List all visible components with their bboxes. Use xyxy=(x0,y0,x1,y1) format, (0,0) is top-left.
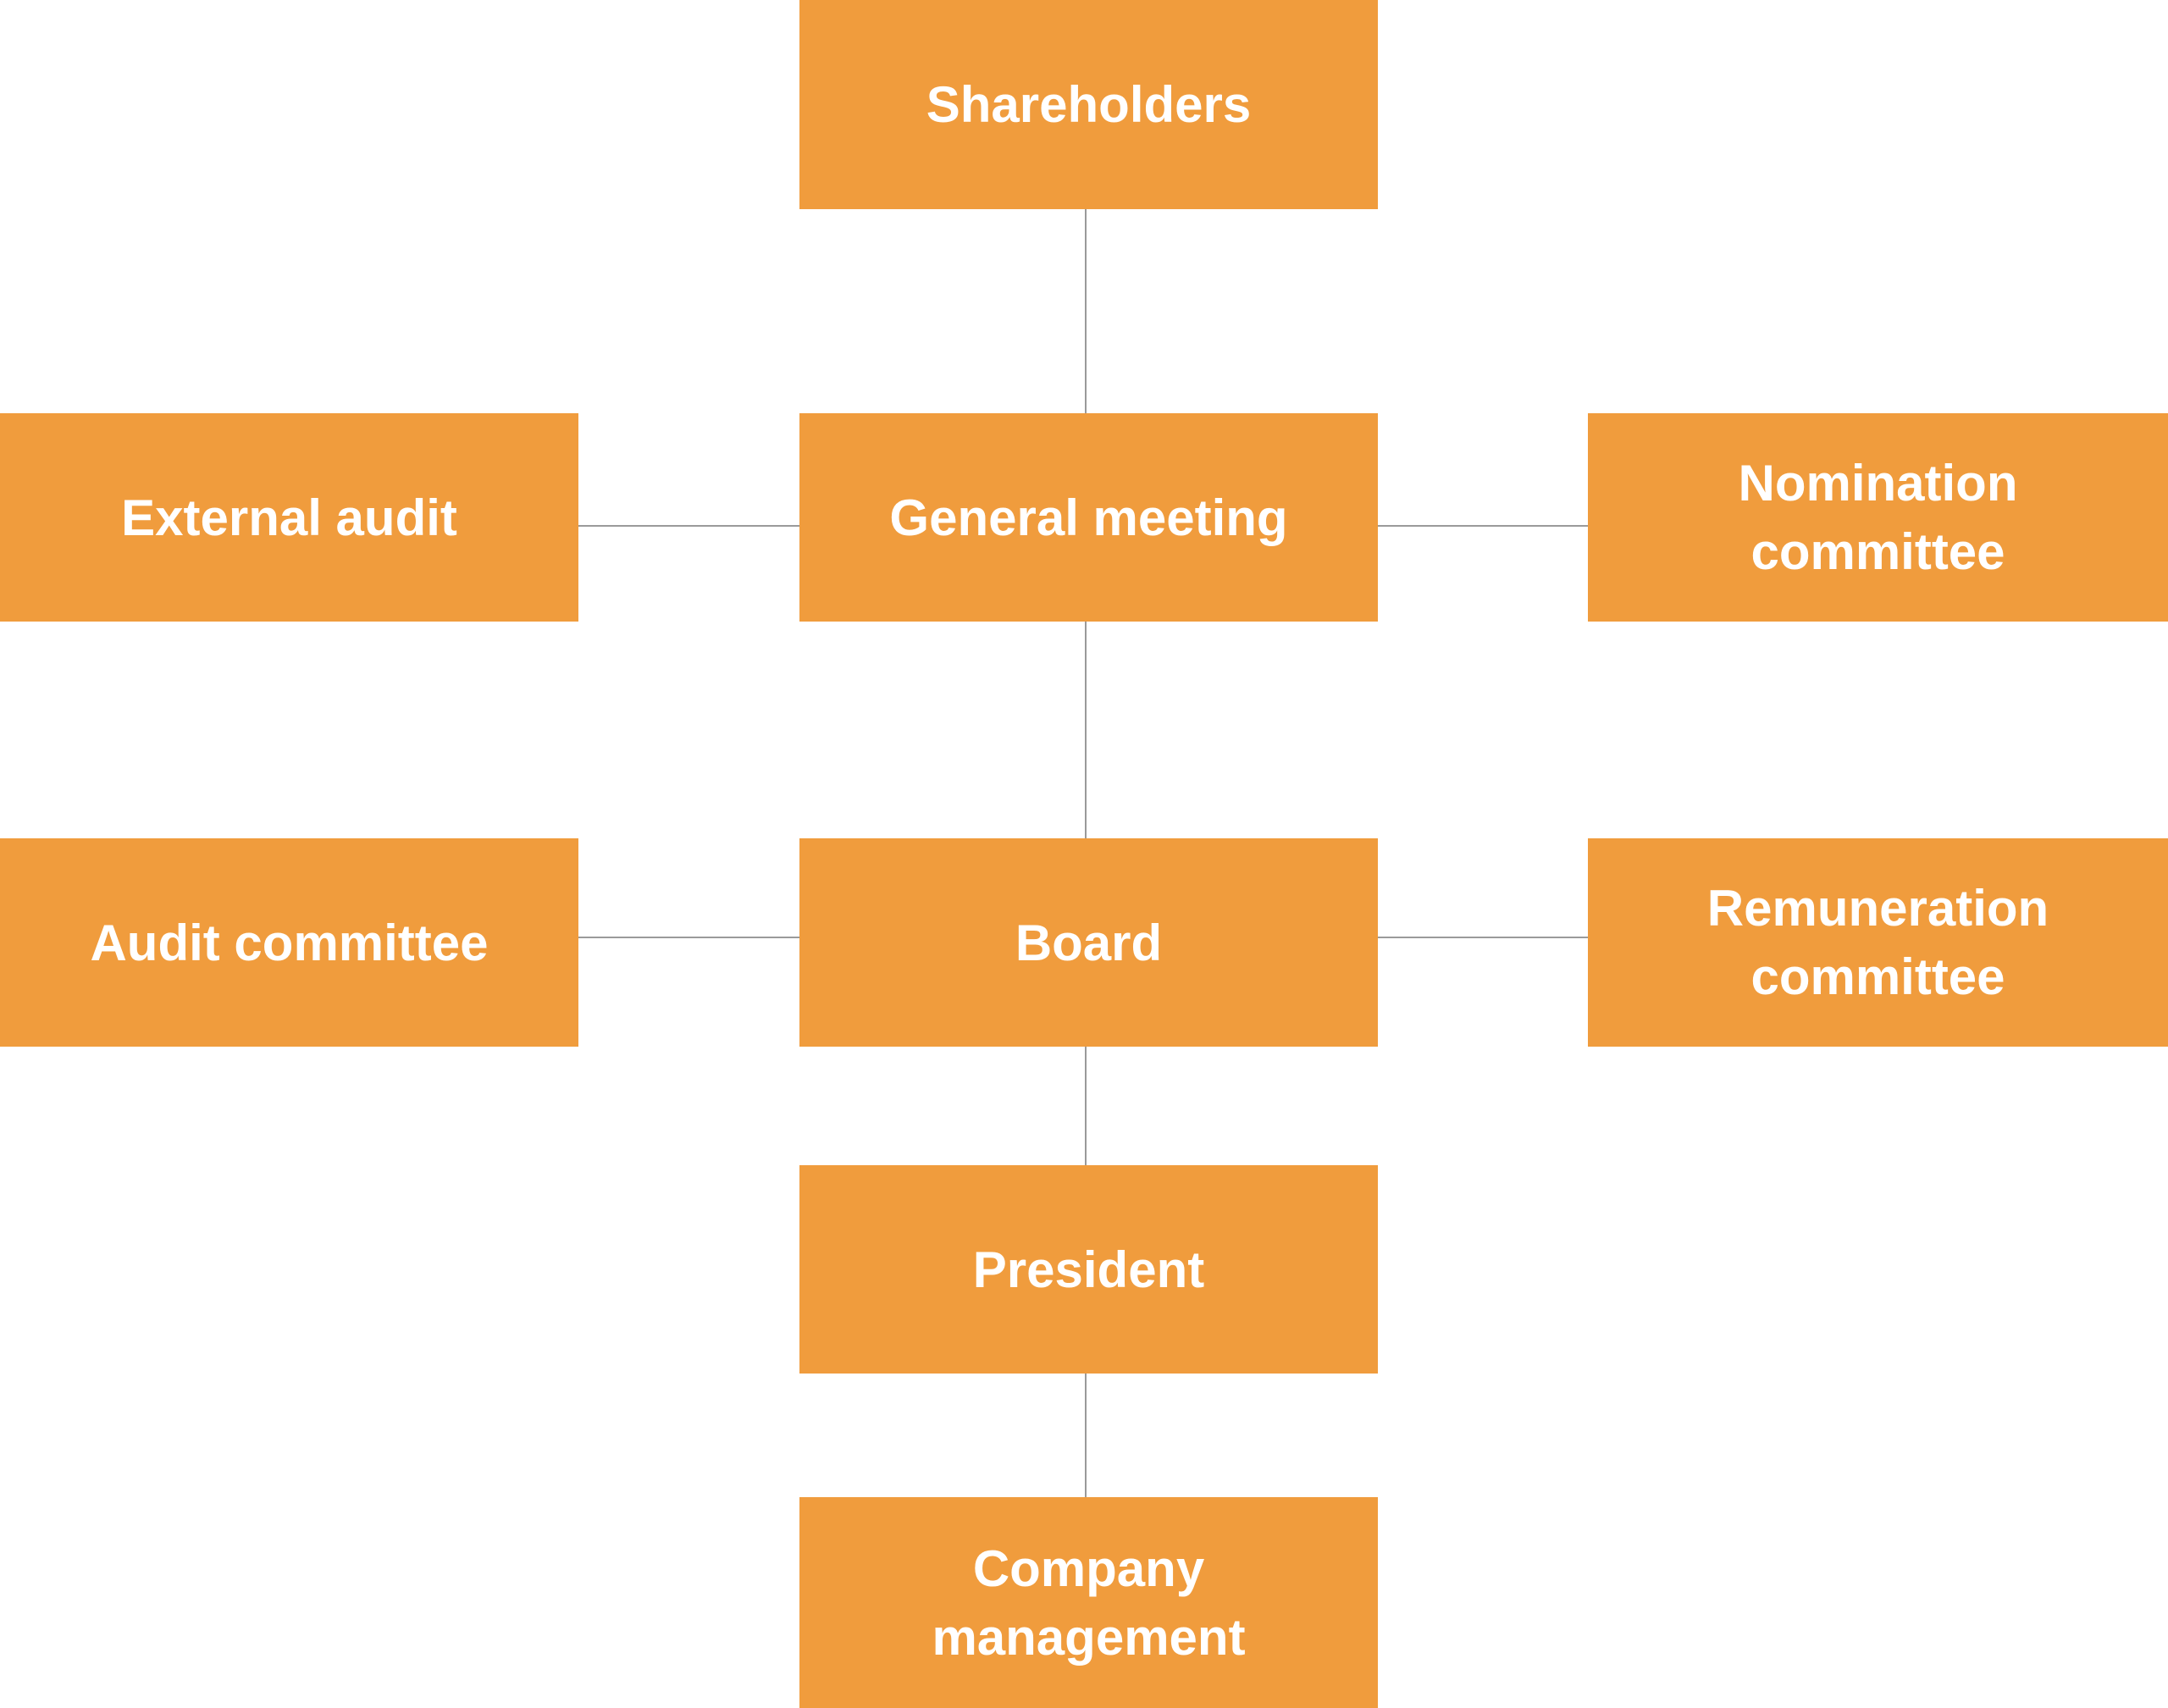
external-audit-label: External audit xyxy=(121,489,457,546)
audit-committee-label: Audit committee xyxy=(90,914,489,971)
audit-committee-box: Audit committee xyxy=(0,838,578,1047)
president-box: President xyxy=(799,1165,1378,1374)
nomination-committee-box: Nomination committee xyxy=(1588,413,2168,622)
board-box: Board xyxy=(799,838,1378,1047)
external-audit-box: External audit xyxy=(0,413,578,622)
nomination-committee-label: Nomination committee xyxy=(1738,455,2018,580)
general-meeting-box: General meeting xyxy=(799,413,1378,622)
president-label: President xyxy=(972,1241,1205,1298)
shareholders-label: Shareholders xyxy=(926,76,1252,133)
remuneration-committee-box: Remuneration committee xyxy=(1588,838,2168,1047)
general-meeting-label: General meeting xyxy=(889,489,1288,546)
company-management-label: Company management xyxy=(932,1539,1246,1666)
remuneration-committee-label: Remuneration committee xyxy=(1706,880,2049,1005)
company-management-box: Company management xyxy=(799,1497,1378,1708)
shareholders-box: Shareholders xyxy=(799,0,1378,209)
board-label: Board xyxy=(1015,914,1163,971)
